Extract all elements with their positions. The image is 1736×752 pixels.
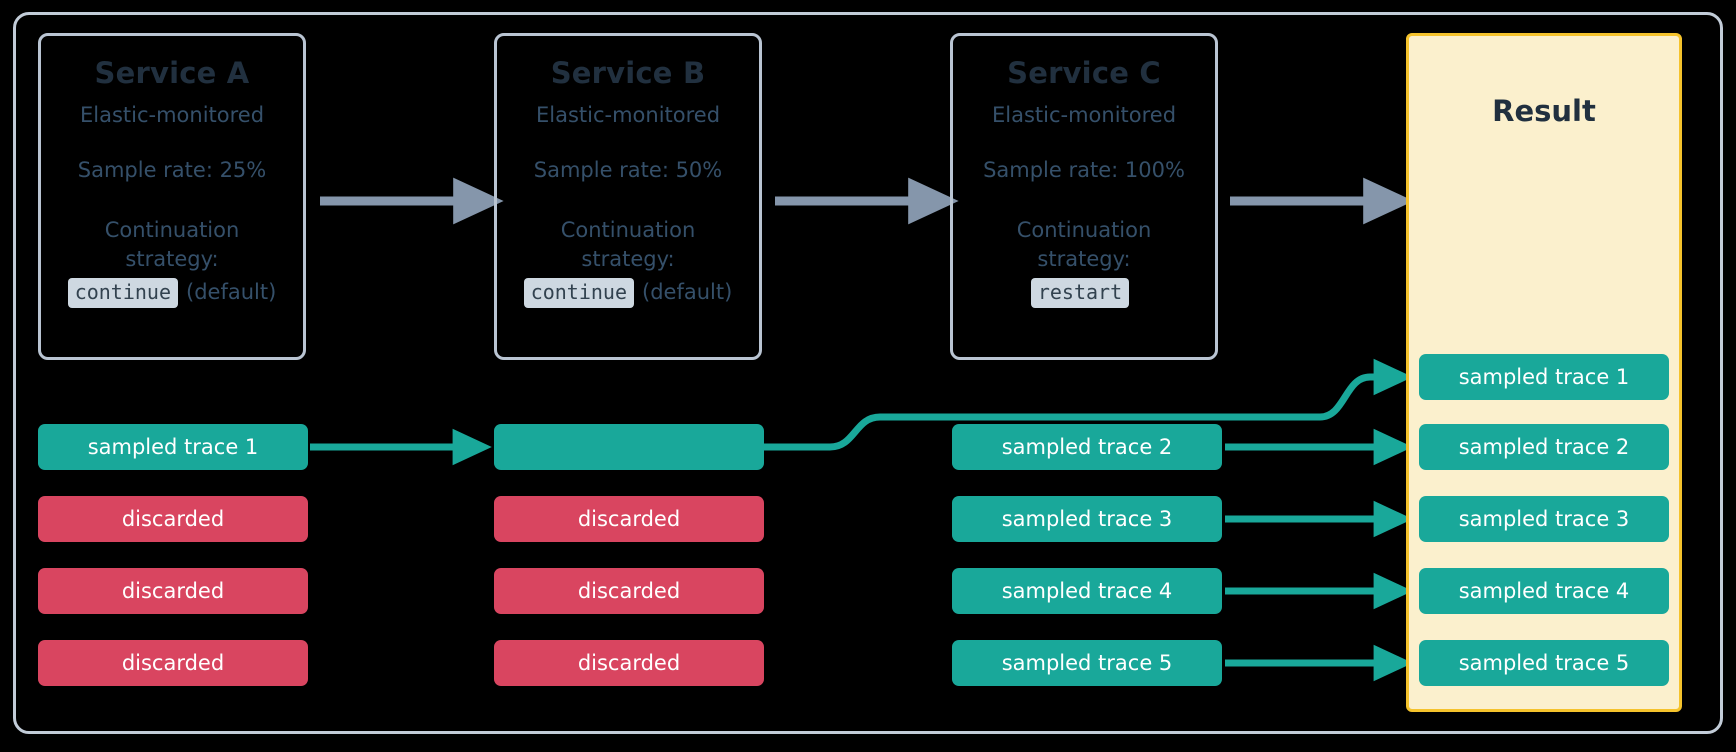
service-c-subtitle: Elastic-monitored	[991, 102, 1177, 127]
pill-b-2-label: discarded	[577, 506, 681, 531]
service-c-strategy-line1: Continuation	[1016, 218, 1152, 243]
pill-c-5-label: sampled trace 5	[1001, 650, 1173, 675]
service-b-strategy-note: (default)	[642, 280, 733, 305]
pill-c-2[interactable]: sampled trace 2	[952, 424, 1222, 470]
pill-result-4-label: sampled trace 4	[1458, 578, 1630, 603]
pill-result-1[interactable]: sampled trace 1	[1419, 354, 1669, 400]
pill-result-3[interactable]: sampled trace 3	[1419, 496, 1669, 542]
service-c-title: Service C	[1007, 56, 1161, 90]
service-b-sample-rate: Sample rate: 50%	[533, 157, 723, 182]
service-box-c[interactable]: Service C Elastic-monitored Sample rate:…	[950, 33, 1218, 360]
pill-a-4-label: discarded	[121, 650, 225, 675]
pill-result-2-label: sampled trace 2	[1458, 434, 1630, 459]
service-b-strategy-line1: Continuation	[560, 218, 696, 243]
service-c-sample-rate: Sample rate: 100%	[983, 157, 1185, 182]
service-box-b[interactable]: Service B Elastic-monitored Sample rate:…	[494, 33, 762, 360]
teal-trace-arrows	[310, 358, 1413, 682]
service-b-strategy-row: continue (default)	[523, 278, 733, 309]
pill-a-2[interactable]: discarded	[38, 496, 308, 542]
pill-a-1[interactable]: sampled trace 1	[38, 424, 308, 470]
pill-c-3[interactable]: sampled trace 3	[952, 496, 1222, 542]
pill-b-3[interactable]: discarded	[494, 568, 764, 614]
service-b-strategy-chip: continue	[523, 278, 635, 309]
service-a-subtitle: Elastic-monitored	[79, 102, 265, 127]
pill-b-1[interactable]	[494, 424, 764, 470]
service-c-strategy-label: Continuation strategy:	[1017, 216, 1152, 274]
service-b-strategy-label: Continuation strategy:	[561, 216, 696, 274]
pill-a-1-label: sampled trace 1	[87, 434, 259, 459]
service-box-a[interactable]: Service A Elastic-monitored Sample rate:…	[38, 33, 306, 360]
pill-c-2-label: sampled trace 2	[1001, 434, 1173, 459]
result-title: Result	[1492, 94, 1596, 128]
pill-c-5[interactable]: sampled trace 5	[952, 640, 1222, 686]
service-b-title: Service B	[550, 56, 706, 90]
pill-b-4-label: discarded	[577, 650, 681, 675]
pill-result-5[interactable]: sampled trace 5	[1419, 640, 1669, 686]
service-c-strategy-row: restart	[1030, 278, 1137, 309]
pill-a-3-label: discarded	[121, 578, 225, 603]
pill-result-3-label: sampled trace 3	[1458, 506, 1630, 531]
pill-a-3[interactable]: discarded	[38, 568, 308, 614]
service-b-subtitle: Elastic-monitored	[535, 102, 721, 127]
pill-result-1-label: sampled trace 1	[1458, 364, 1630, 389]
pill-c-4[interactable]: sampled trace 4	[952, 568, 1222, 614]
pill-result-5-label: sampled trace 5	[1458, 650, 1630, 675]
service-c-strategy-line2: strategy:	[1037, 247, 1131, 272]
pill-b-2[interactable]: discarded	[494, 496, 764, 542]
pill-result-2[interactable]: sampled trace 2	[1419, 424, 1669, 470]
pill-a-4[interactable]: discarded	[38, 640, 308, 686]
service-a-sample-rate: Sample rate: 25%	[77, 157, 267, 182]
pill-b-4[interactable]: discarded	[494, 640, 764, 686]
service-a-strategy-row: continue (default)	[67, 278, 277, 309]
service-b-strategy-line2: strategy:	[581, 247, 675, 272]
service-a-strategy-note: (default)	[186, 280, 277, 305]
service-a-strategy-line1: Continuation	[104, 218, 240, 243]
pill-c-3-label: sampled trace 3	[1001, 506, 1173, 531]
pill-c-4-label: sampled trace 4	[1001, 578, 1173, 603]
service-a-strategy-chip: continue	[67, 278, 179, 309]
service-c-strategy-chip: restart	[1030, 278, 1130, 309]
service-a-strategy-label: Continuation strategy:	[105, 216, 240, 274]
pill-b-3-label: discarded	[577, 578, 681, 603]
service-a-title: Service A	[94, 56, 250, 90]
service-a-strategy-line2: strategy:	[125, 247, 219, 272]
pill-result-4[interactable]: sampled trace 4	[1419, 568, 1669, 614]
pill-a-2-label: discarded	[121, 506, 225, 531]
